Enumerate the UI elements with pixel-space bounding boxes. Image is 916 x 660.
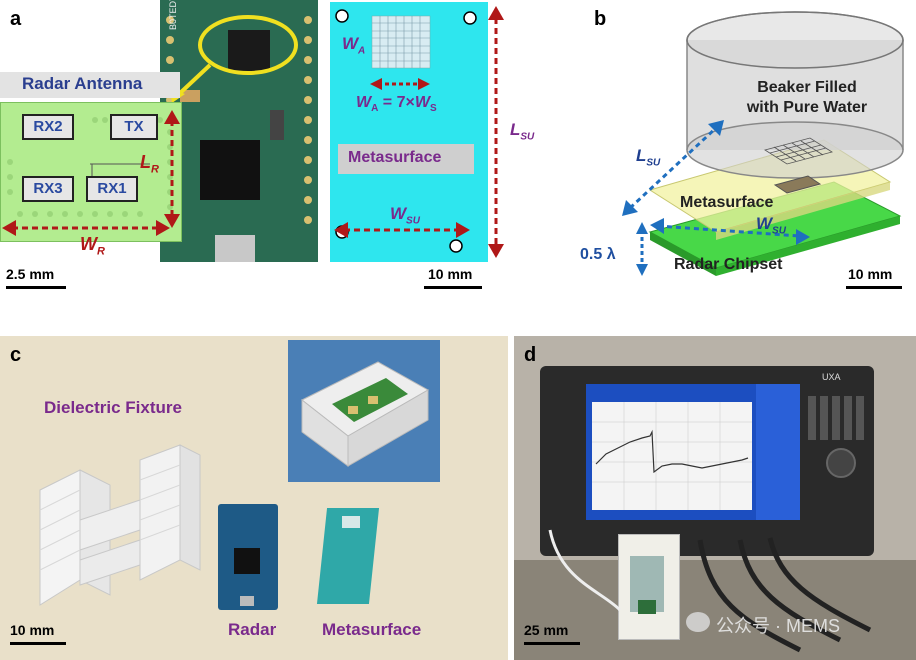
rx3-antenna: RX3 bbox=[22, 176, 74, 202]
wa-eq-lhs: W bbox=[356, 94, 372, 111]
wsu-label-b: WSU bbox=[756, 214, 786, 236]
wa-eq-rhs-sub: S bbox=[429, 103, 437, 115]
schematic-drawing bbox=[622, 11, 904, 276]
wsu-subscript-b: SU bbox=[772, 225, 786, 237]
bench-top bbox=[514, 560, 916, 660]
radar-chipset-label: Radar Chipset bbox=[674, 256, 783, 273]
analyzer-knob bbox=[826, 448, 856, 478]
analyzer-side-menu bbox=[756, 384, 800, 520]
assembled-inset-drawing bbox=[301, 361, 430, 467]
radar-chip-small bbox=[234, 548, 260, 574]
spectrum-plot bbox=[592, 402, 752, 510]
scale-bar-c bbox=[10, 642, 66, 645]
wsu-subscript-a: SU bbox=[406, 215, 420, 227]
watermark-icon bbox=[686, 612, 710, 632]
antenna-pads bbox=[7, 117, 173, 217]
metasurface-label-text-a: Metasurface bbox=[348, 149, 442, 166]
wsu-label-a: WSU bbox=[390, 204, 420, 226]
radar-antenna-label-bg bbox=[0, 72, 180, 98]
scale-label-b: 10 mm bbox=[848, 266, 893, 282]
wa-eq-mid: = 7× bbox=[378, 94, 415, 111]
metasurface-pattern-small bbox=[342, 516, 360, 528]
lsu-arrow bbox=[488, 6, 504, 258]
scale-label-d: 25 mm bbox=[524, 622, 569, 638]
lr-label: LR bbox=[140, 152, 159, 176]
wa-symbol: W bbox=[342, 34, 359, 53]
beaker-label-line1: Beaker Filled bbox=[757, 79, 857, 96]
dielectric-fixture-label: Dielectric Fixture bbox=[44, 398, 182, 417]
panel-letter-d: d bbox=[524, 344, 537, 366]
cables bbox=[548, 529, 872, 653]
scale-bar-b bbox=[846, 286, 902, 289]
metasurface-label-a bbox=[338, 144, 474, 174]
scale-bar-a-left bbox=[6, 286, 66, 289]
lr-symbol: L bbox=[140, 152, 151, 172]
dut-board bbox=[638, 600, 656, 614]
panel-letter-a: a bbox=[10, 8, 22, 30]
panel-letter-c: c bbox=[10, 344, 22, 366]
panel-letter-b: b bbox=[594, 8, 607, 30]
lr-subscript: R bbox=[151, 163, 159, 176]
lsu-symbol-b: L bbox=[636, 146, 647, 165]
wa-eq-rhs: W bbox=[414, 94, 430, 111]
scale-label-a-left: 2.5 mm bbox=[6, 266, 55, 282]
lsu-symbol-a: L bbox=[510, 120, 521, 139]
rx2-antenna: RX2 bbox=[22, 114, 74, 140]
lsu-subscript-b: SU bbox=[646, 157, 661, 169]
radar-antenna-label: Radar Antenna bbox=[22, 74, 143, 93]
dielectric-fixture bbox=[39, 444, 201, 606]
analyzer-brand: UXA bbox=[822, 372, 841, 382]
scale-label-c: 10 mm bbox=[10, 622, 55, 638]
beaker-label-line2: with Pure Water bbox=[746, 99, 868, 116]
wsu-symbol-a: W bbox=[390, 204, 407, 223]
wa-eq-lhs-sub: A bbox=[371, 103, 379, 115]
lsu-label-b: LSU bbox=[636, 146, 660, 168]
lsu-label-a: LSU bbox=[510, 120, 534, 142]
metasurface-label-c: Metasurface bbox=[322, 620, 422, 639]
wa-label: WA bbox=[342, 34, 365, 56]
metasurface-label-b: Metasurface bbox=[680, 194, 774, 211]
half-lambda-label: 0.5 λ bbox=[580, 246, 616, 263]
lsu-subscript-a: SU bbox=[520, 131, 535, 143]
wa-subscript: A bbox=[358, 45, 366, 57]
radar-board-photo bbox=[160, 0, 318, 262]
antenna-arrows bbox=[2, 110, 180, 236]
wa-equation: WA = 7×WS bbox=[356, 94, 437, 114]
watermark-text: 公众号 · MEMS bbox=[716, 616, 840, 636]
beaker-label: Beaker Filled with Pure Water bbox=[722, 78, 892, 118]
radar-usb-small bbox=[240, 596, 254, 606]
tx-antenna: TX bbox=[110, 114, 158, 140]
rx1-antenna: RX1 bbox=[86, 176, 138, 202]
metasurface-layout-drawing bbox=[334, 9, 477, 253]
radar-label-c: Radar bbox=[228, 620, 277, 639]
scale-bar-d bbox=[524, 642, 580, 645]
wr-label: WR bbox=[80, 234, 105, 258]
wr-symbol: W bbox=[80, 234, 97, 254]
wr-subscript: R bbox=[97, 245, 105, 258]
scale-label-a-right: 10 mm bbox=[428, 266, 473, 282]
scale-bar-a-right bbox=[424, 286, 482, 289]
analyzer-keypad bbox=[808, 396, 864, 440]
wsu-symbol-b: W bbox=[756, 214, 773, 233]
